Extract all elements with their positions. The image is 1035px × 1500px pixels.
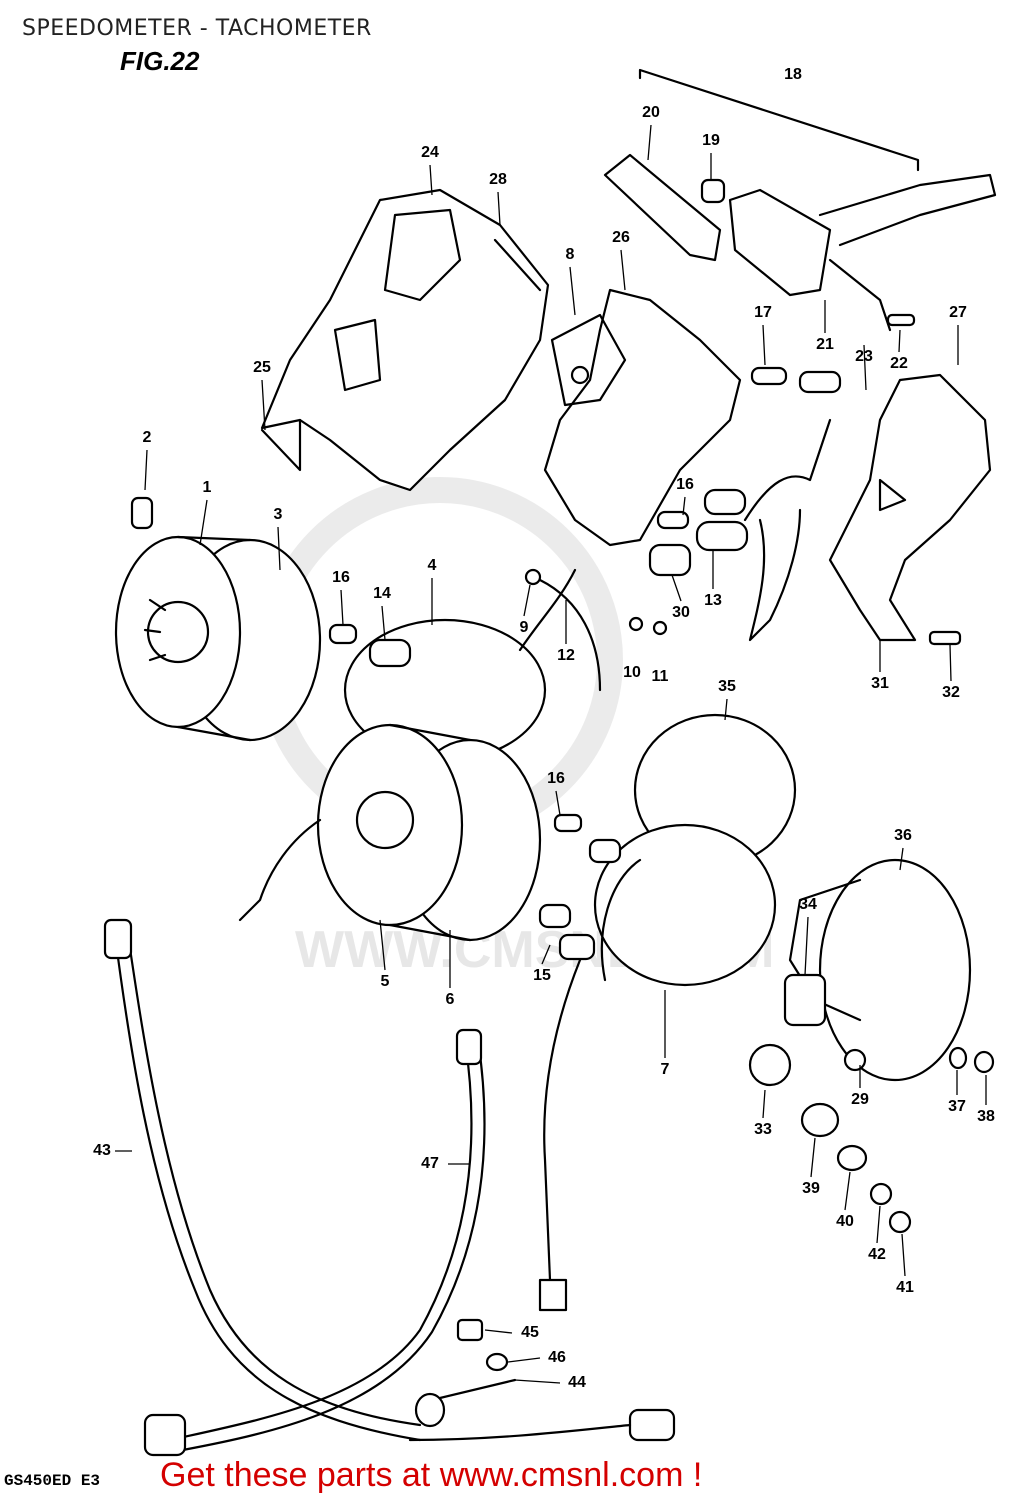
callout-label: 3 — [273, 506, 283, 523]
callout-label: 43 — [93, 1142, 111, 1159]
callout-label: 4 — [427, 557, 437, 574]
callout-label: 47 — [421, 1155, 439, 1172]
tachometer — [238, 723, 542, 942]
callout-label: 11 — [651, 668, 669, 685]
mounting-hardware — [800, 313, 995, 1234]
callout-label: 16 — [676, 476, 694, 493]
callout-label: 1 — [202, 479, 212, 496]
callout-label: 34 — [799, 896, 817, 913]
indicator-housing — [748, 858, 972, 1087]
callout-label: 39 — [802, 1180, 820, 1197]
cable-clamp — [414, 1318, 517, 1428]
callout-label: 7 — [660, 1061, 670, 1078]
callout-label: 36 — [894, 827, 912, 844]
callout-label: 18 — [784, 66, 802, 83]
callout-label: 46 — [548, 1349, 566, 1366]
callout-label: 14 — [373, 585, 391, 602]
callout-label: 40 — [836, 1213, 854, 1230]
callout-label: 16 — [332, 569, 350, 586]
side-bracket — [828, 373, 992, 642]
leader-lines — [115, 124, 987, 1384]
callout-label: 20 — [642, 104, 660, 121]
meter-cables — [103, 918, 676, 1457]
callout-label: 9 — [519, 619, 529, 636]
callout-label: 15 — [533, 967, 551, 984]
callout-label: 22 — [890, 355, 908, 372]
callout-label: 29 — [851, 1091, 869, 1108]
callout-label: 30 — [672, 604, 690, 621]
meter-housings — [538, 713, 797, 1312]
callout-label: 38 — [977, 1108, 995, 1125]
callout-label: 35 — [718, 678, 736, 695]
figure-number: FIG.22 — [120, 46, 200, 76]
callout-label: 33 — [754, 1121, 772, 1138]
page-title: SPEEDOMETER - TACHOMETER — [22, 16, 372, 41]
meter-bracket — [543, 288, 742, 547]
group-bracket — [638, 68, 920, 172]
promo-link[interactable]: Get these parts at www.cmsnl.com ! — [160, 1456, 703, 1494]
callout-label: 5 — [380, 973, 390, 990]
callout-label: 25 — [253, 359, 271, 376]
callout-label: 6 — [445, 991, 455, 1008]
callout-label: 2 — [142, 429, 152, 446]
callout-label: 12 — [557, 647, 575, 664]
callout-label: 27 — [949, 304, 967, 321]
callout-label: 21 — [816, 336, 834, 353]
callout-label: 26 — [612, 229, 630, 246]
callout-label: 28 — [489, 171, 507, 188]
callout-label: 17 — [754, 304, 772, 321]
callout-label: 41 — [896, 1279, 914, 1296]
model-code: GS450ED E3 — [4, 1472, 101, 1490]
callout-label: 42 — [868, 1246, 886, 1263]
callout-label: 16 — [547, 770, 565, 787]
indicator-harness — [603, 153, 997, 332]
callout-label: 24 — [421, 144, 439, 161]
callout-label: 32 — [942, 684, 960, 701]
callout-label: 8 — [565, 246, 575, 263]
bulb-sockets — [648, 366, 842, 642]
callout-label: 45 — [521, 1324, 539, 1341]
callout-label: 44 — [568, 1374, 586, 1391]
callout-label: 13 — [704, 592, 722, 609]
callout-label: 10 — [623, 664, 641, 681]
speedometer — [114, 496, 322, 742]
upper-cover — [260, 188, 550, 492]
callout-label: 31 — [871, 675, 889, 692]
callout-label: 19 — [702, 132, 720, 149]
callout-label: 37 — [948, 1098, 966, 1115]
callout-label: 23 — [855, 348, 873, 365]
